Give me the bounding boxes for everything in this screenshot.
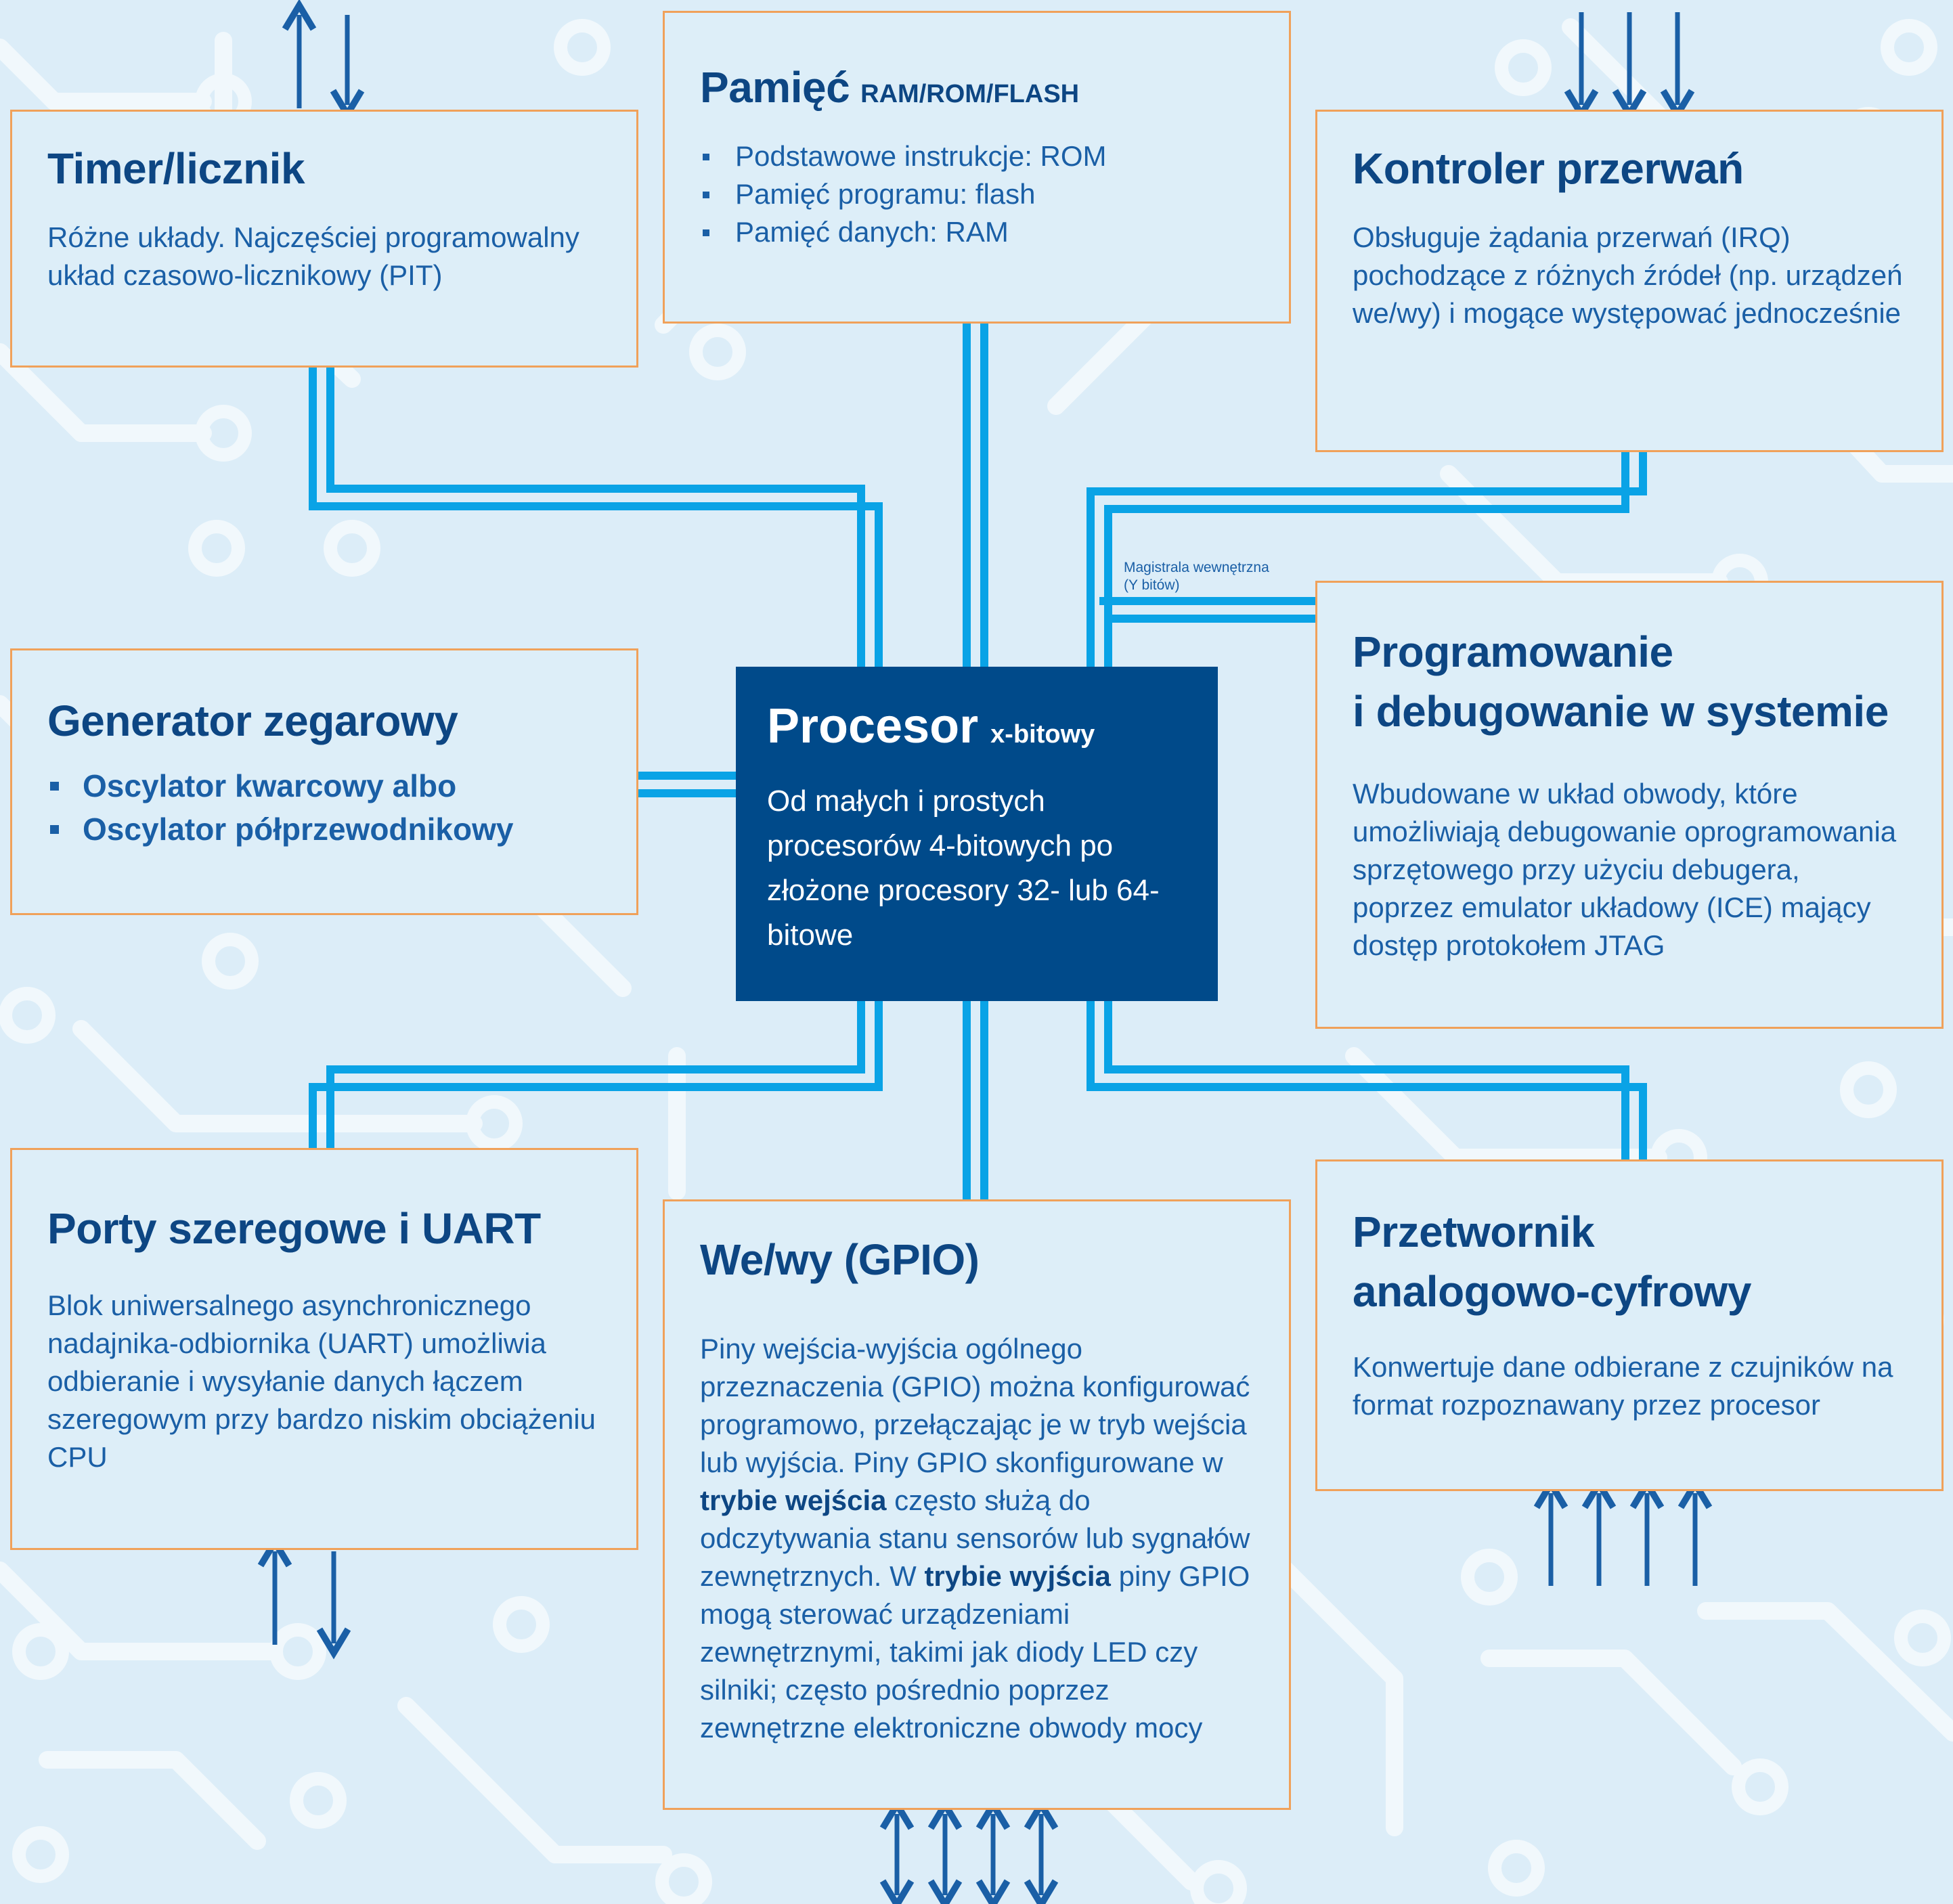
cpu-title: Procesor x-bitowy: [767, 694, 1187, 767]
interrupt-box: Kontroler przerwań Obsługuje żądania prz…: [1315, 110, 1944, 452]
bus-timer-inner: [326, 368, 865, 667]
gpio-text-a: Piny wejścia-wyjścia ogólnego przeznacze…: [700, 1333, 1250, 1478]
debug-text: Wbudowane w układ obwody, które umożliwi…: [1353, 778, 1897, 961]
gpio-box: We/wy (GPIO) Piny wejścia-wyjścia ogólne…: [663, 1199, 1291, 1810]
cpu-subtitle: x-bitowy: [990, 720, 1095, 749]
timer-box: Timer/licznik Różne układy. Najczęściej …: [10, 110, 638, 368]
memory-list: Podstawowe instrukcje: ROM Pamięć progra…: [700, 137, 1255, 251]
gpio-text: Piny wejścia-wyjścia ogólnego przeznacze…: [700, 1330, 1255, 1747]
debug-title-line1: Programowanie: [1353, 627, 1673, 676]
clock-item-semiconductor: Oscylator półprzewodnikowy: [47, 807, 602, 851]
adc-title-line1: Przetwornik: [1353, 1208, 1595, 1256]
clock-box: Generator zegarowy Oscylator kwarcowy al…: [10, 648, 638, 915]
cpu-text: Od małych i prostych procesorów 4-bitowy…: [767, 784, 1160, 952]
clock-item-quartz: Oscylator kwarcowy albo: [47, 764, 602, 807]
memory-title: Pamięć RAM/ROM/FLASH: [700, 58, 1255, 124]
timer-title: Timer/licznik: [47, 144, 305, 193]
bus-label-line2: (Y bitów): [1124, 577, 1180, 593]
interrupt-text: Obsługuje żądania przerwań (IRQ) pochodz…: [1353, 221, 1903, 329]
debug-box: Programowanie i debugowanie w systemie W…: [1315, 581, 1944, 1029]
memory-item-flash: Pamięć programu: flash: [700, 175, 1255, 213]
timer-text: Różne układy. Najczęściej programowalny …: [47, 221, 579, 291]
debug-title: Programowanie i debugowanie w systemie: [1353, 622, 1908, 741]
bus-adc-inner: [1104, 1001, 1629, 1159]
adc-title-line2: analogowo-cyfrowy: [1353, 1267, 1751, 1316]
bus-interrupt-outer: [1087, 452, 1647, 667]
uart-box: Porty szeregowe i UART Blok uniwersalneg…: [10, 1148, 638, 1550]
uart-text: Blok uniwersalnego asynchronicznego nada…: [47, 1289, 596, 1473]
bus-label: Magistrala wewnętrzna (Y bitów): [1124, 559, 1269, 594]
adc-box: Przetwornik analogowo-cyfrowy Konwertuje…: [1315, 1159, 1944, 1491]
gpio-title: We/wy (GPIO): [700, 1235, 980, 1284]
clock-title: Generator zegarowy: [47, 696, 458, 745]
gpio-input-mode: trybie wejścia: [700, 1484, 887, 1516]
adc-title: Przetwornik analogowo-cyfrowy: [1353, 1202, 1908, 1321]
memory-title-main: Pamięć: [700, 63, 850, 112]
memory-subtitle: RAM/ROM/FLASH: [860, 80, 1080, 108]
bus-uart-inner: [326, 1001, 865, 1148]
bus-adc-outer: [1087, 1001, 1647, 1159]
debug-title-line2: i debugowanie w systemie: [1353, 687, 1889, 736]
gpio-text-b: często służą do odczytywania stanu senso…: [700, 1484, 1250, 1592]
memory-item-ram: Pamięć danych: RAM: [700, 213, 1255, 251]
gpio-text-c: piny GPIO mogą sterować urządzeniami zew…: [700, 1560, 1250, 1744]
clock-list: Oscylator kwarcowy albo Oscylator półprz…: [47, 764, 602, 851]
bus-timer-outer: [309, 368, 883, 667]
memory-box: Pamięć RAM/ROM/FLASH Podstawowe instrukcj…: [663, 11, 1291, 324]
bus-uart-outer: [309, 1001, 883, 1148]
uart-title: Porty szeregowe i UART: [47, 1204, 541, 1253]
adc-text: Konwertuje dane odbierane z czujników na…: [1353, 1351, 1893, 1421]
cpu-box: Procesor x-bitowy Od małych i prostych pr…: [736, 667, 1218, 1001]
bus-label-line1: Magistrala wewnętrzna: [1124, 560, 1269, 575]
gpio-output-mode: trybie wyjścia: [924, 1560, 1111, 1592]
interrupt-title: Kontroler przerwań: [1353, 144, 1744, 193]
memory-item-rom: Podstawowe instrukcje: ROM: [700, 137, 1255, 175]
cpu-title-main: Procesor: [767, 699, 979, 753]
bus-interrupt-inner: [1104, 452, 1629, 667]
